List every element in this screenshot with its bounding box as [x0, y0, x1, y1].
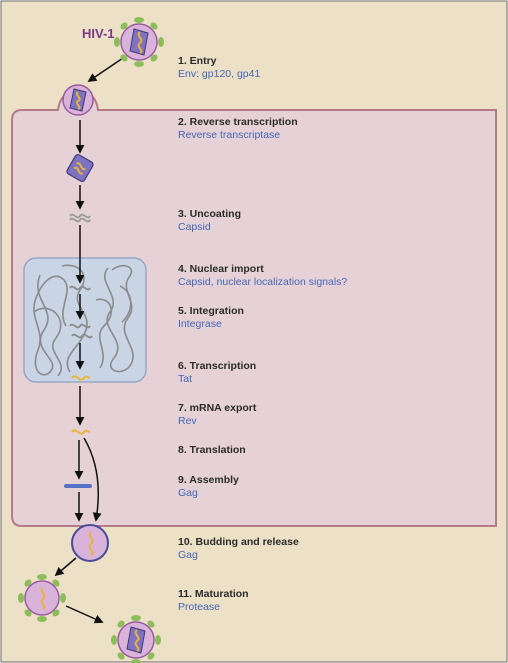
step-title: 9. Assembly — [178, 474, 239, 486]
step-factor: Integrase — [178, 318, 222, 330]
mature-virion — [111, 615, 161, 663]
uncoated-viral-dna-strand — [69, 217, 91, 223]
step-nuclear-import: 4. Nuclear import Capsid, nuclear locali… — [178, 263, 498, 288]
step-title: 1. Entry — [178, 55, 217, 67]
immature-virion — [18, 574, 66, 622]
step-transcription: 6. Transcription Tat — [178, 360, 498, 385]
step-reverse-transcription: 2. Reverse transcription Reverse transcr… — [178, 116, 498, 141]
arrow-entry — [87, 57, 124, 83]
step-title: 7. mRNA export — [178, 402, 257, 414]
step-uncoating: 3. Uncoating Capsid — [178, 208, 498, 233]
step-factor: Capsid, nuclear localization signals? — [178, 276, 348, 288]
step-title: 10. Budding and release — [178, 536, 299, 548]
step-factor: Protease — [178, 601, 221, 613]
step-factor: Tat — [178, 373, 193, 385]
step-title: 3. Uncoating — [178, 208, 242, 220]
step-title: 8. Translation — [178, 444, 246, 456]
virus-label: HIV-1 — [82, 26, 115, 41]
arrow-budding — [54, 557, 77, 577]
mature-virion-entry — [114, 17, 164, 67]
step-factor: Rev — [178, 415, 197, 427]
nucleus — [23, 257, 147, 383]
step-integration: 5. Integration Integrase — [178, 305, 498, 330]
step-title: 4. Nuclear import — [178, 263, 264, 275]
arrow-maturation — [65, 605, 104, 624]
step-mrna-export: 7. mRNA export Rev — [178, 402, 498, 427]
step-factor: Capsid — [178, 221, 211, 233]
step-title: 11. Maturation — [178, 588, 249, 600]
imported-viral-dna — [69, 285, 91, 291]
step-title: 5. Integration — [178, 305, 244, 317]
capsid-reverse-transcription — [66, 153, 94, 183]
step-budding-and-release: 10. Budding and release Gag — [178, 536, 498, 561]
nuclear-viral-rna — [71, 375, 91, 381]
step-factor: Env: gp120, gp41 — [178, 68, 261, 80]
chromatin — [33, 264, 134, 377]
step-title: 6. Transcription — [178, 360, 257, 372]
step-factor: Gag — [178, 549, 198, 561]
fusing-virion — [62, 84, 94, 116]
uncoated-viral-dna — [69, 213, 91, 219]
gag-protein — [64, 484, 92, 488]
step-maturation: 11. Maturation Protease — [178, 588, 498, 613]
step-factor: Gag — [178, 487, 198, 499]
step-title: 2. Reverse transcription — [178, 116, 298, 128]
step-entry: 1. Entry Env: gp120, gp41 — [178, 55, 498, 80]
integrated-provirus — [69, 323, 91, 329]
step-translation: 8. Translation — [178, 444, 498, 457]
integrated-provirus-strand — [71, 333, 93, 339]
step-assembly: 9. Assembly Gag — [178, 474, 498, 499]
budding-virion — [71, 524, 109, 562]
cytoplasmic-viral-rna — [71, 429, 91, 435]
arrow-assembly-rna — [83, 437, 102, 522]
step-factor: Reverse transcriptase — [178, 129, 281, 141]
